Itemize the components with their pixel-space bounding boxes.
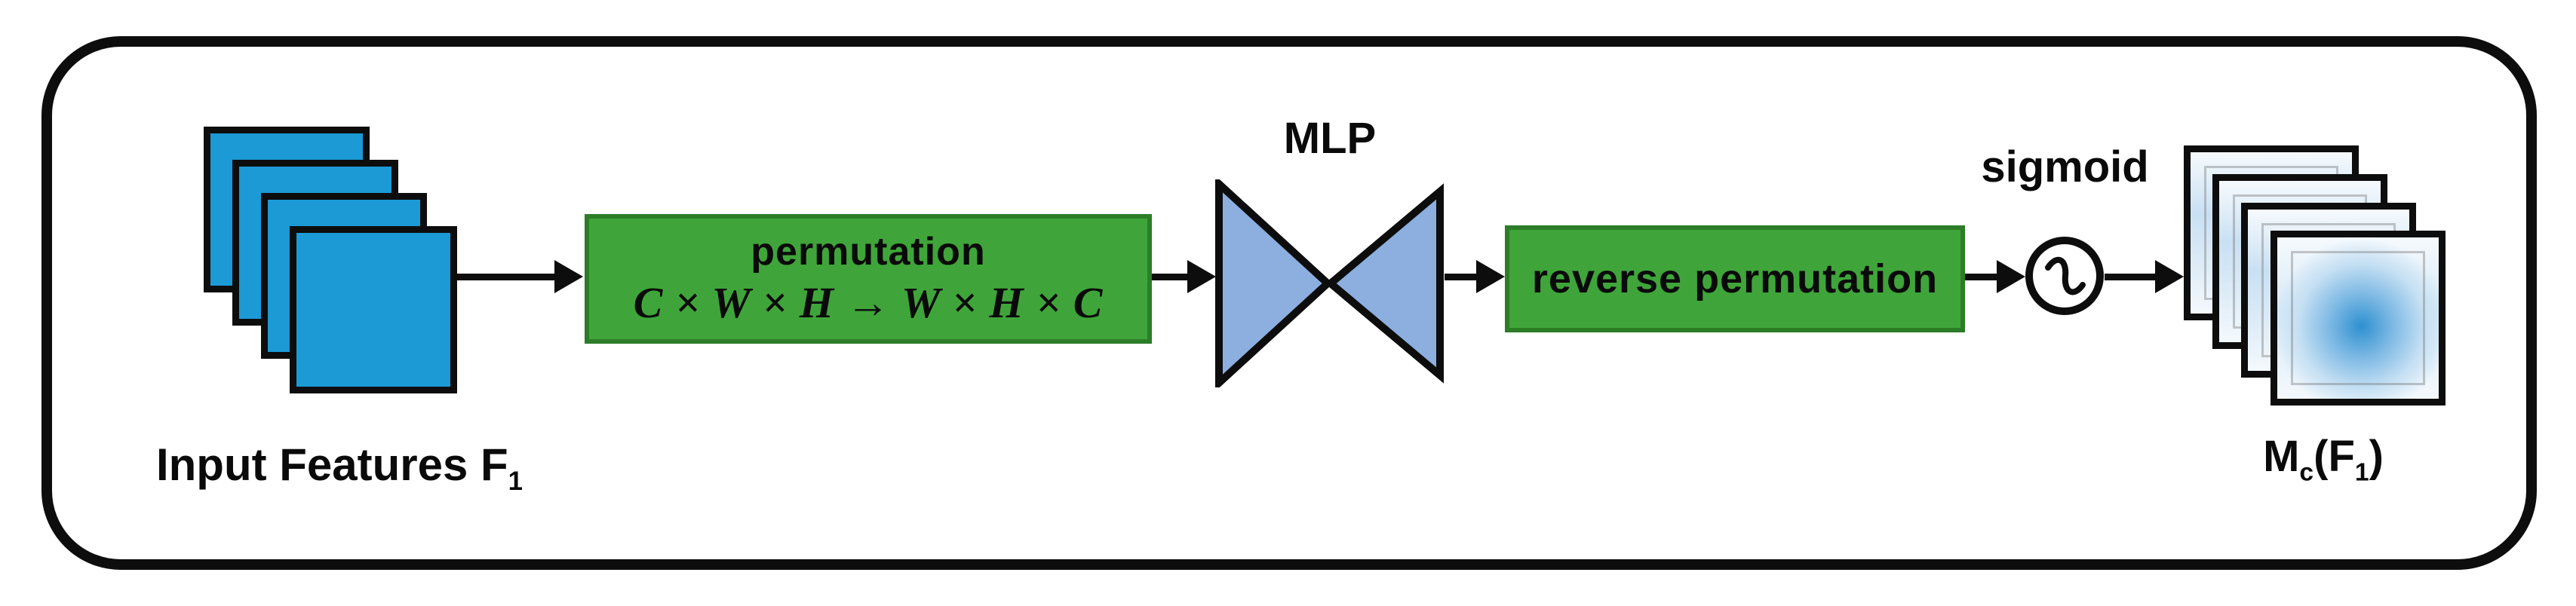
reverse-permutation-label: reverse permutation <box>1531 256 1939 301</box>
arrow-shaft <box>1445 273 1476 280</box>
arrow-head <box>1187 260 1216 293</box>
arrow-sigmoid-to-output <box>2105 260 2184 293</box>
arrow-reverse-permutation-to-sigmoid <box>1965 260 2025 293</box>
permutation-formula: C × W × H → W × H × C <box>633 278 1104 327</box>
input-features-label: Input Features F1 <box>113 439 566 494</box>
arrow-shaft <box>2105 273 2155 280</box>
arrow-shaft <box>457 273 554 280</box>
arrow-head <box>2155 260 2184 293</box>
sine-curve-icon <box>2045 256 2086 295</box>
arrow-mlp-to-reverse-permutation <box>1445 260 1505 293</box>
output-label-m-subscript: c <box>2299 458 2314 487</box>
input-feature-square <box>290 226 457 393</box>
inner-outline <box>2291 251 2425 385</box>
output-label-m: M <box>2263 432 2300 481</box>
input-features-label-subscript: 1 <box>508 467 523 496</box>
output-attention-label: Mc(F1) <box>2188 431 2459 485</box>
arrow-head <box>1997 260 2025 293</box>
arrow-shaft <box>1152 273 1187 280</box>
arrow-permutation-to-mlp <box>1152 260 1216 293</box>
output-label-f: (F <box>2313 432 2355 481</box>
output-attention-square-front <box>2271 231 2446 406</box>
mlp-label: MLP <box>1283 114 1377 163</box>
output-label-f-subscript: 1 <box>2354 458 2369 487</box>
permutation-box: permutation C × W × H → W × H × C <box>585 214 1152 344</box>
arrow-input-to-permutation <box>457 260 583 293</box>
sigmoid-label: sigmoid <box>1981 142 2149 191</box>
arrow-head <box>554 260 583 293</box>
sigmoid-icon <box>2025 237 2104 315</box>
arrow-shaft <box>1965 273 1997 280</box>
input-features-label-text: Input Features F <box>155 439 508 490</box>
arrow-head <box>1476 260 1505 293</box>
reverse-permutation-box: reverse permutation <box>1505 225 1965 332</box>
mlp-bowtie-icon <box>1215 179 1444 387</box>
permutation-title: permutation <box>751 230 986 274</box>
output-label-close: ) <box>2369 432 2384 481</box>
diagram-outer-frame <box>41 36 2537 570</box>
